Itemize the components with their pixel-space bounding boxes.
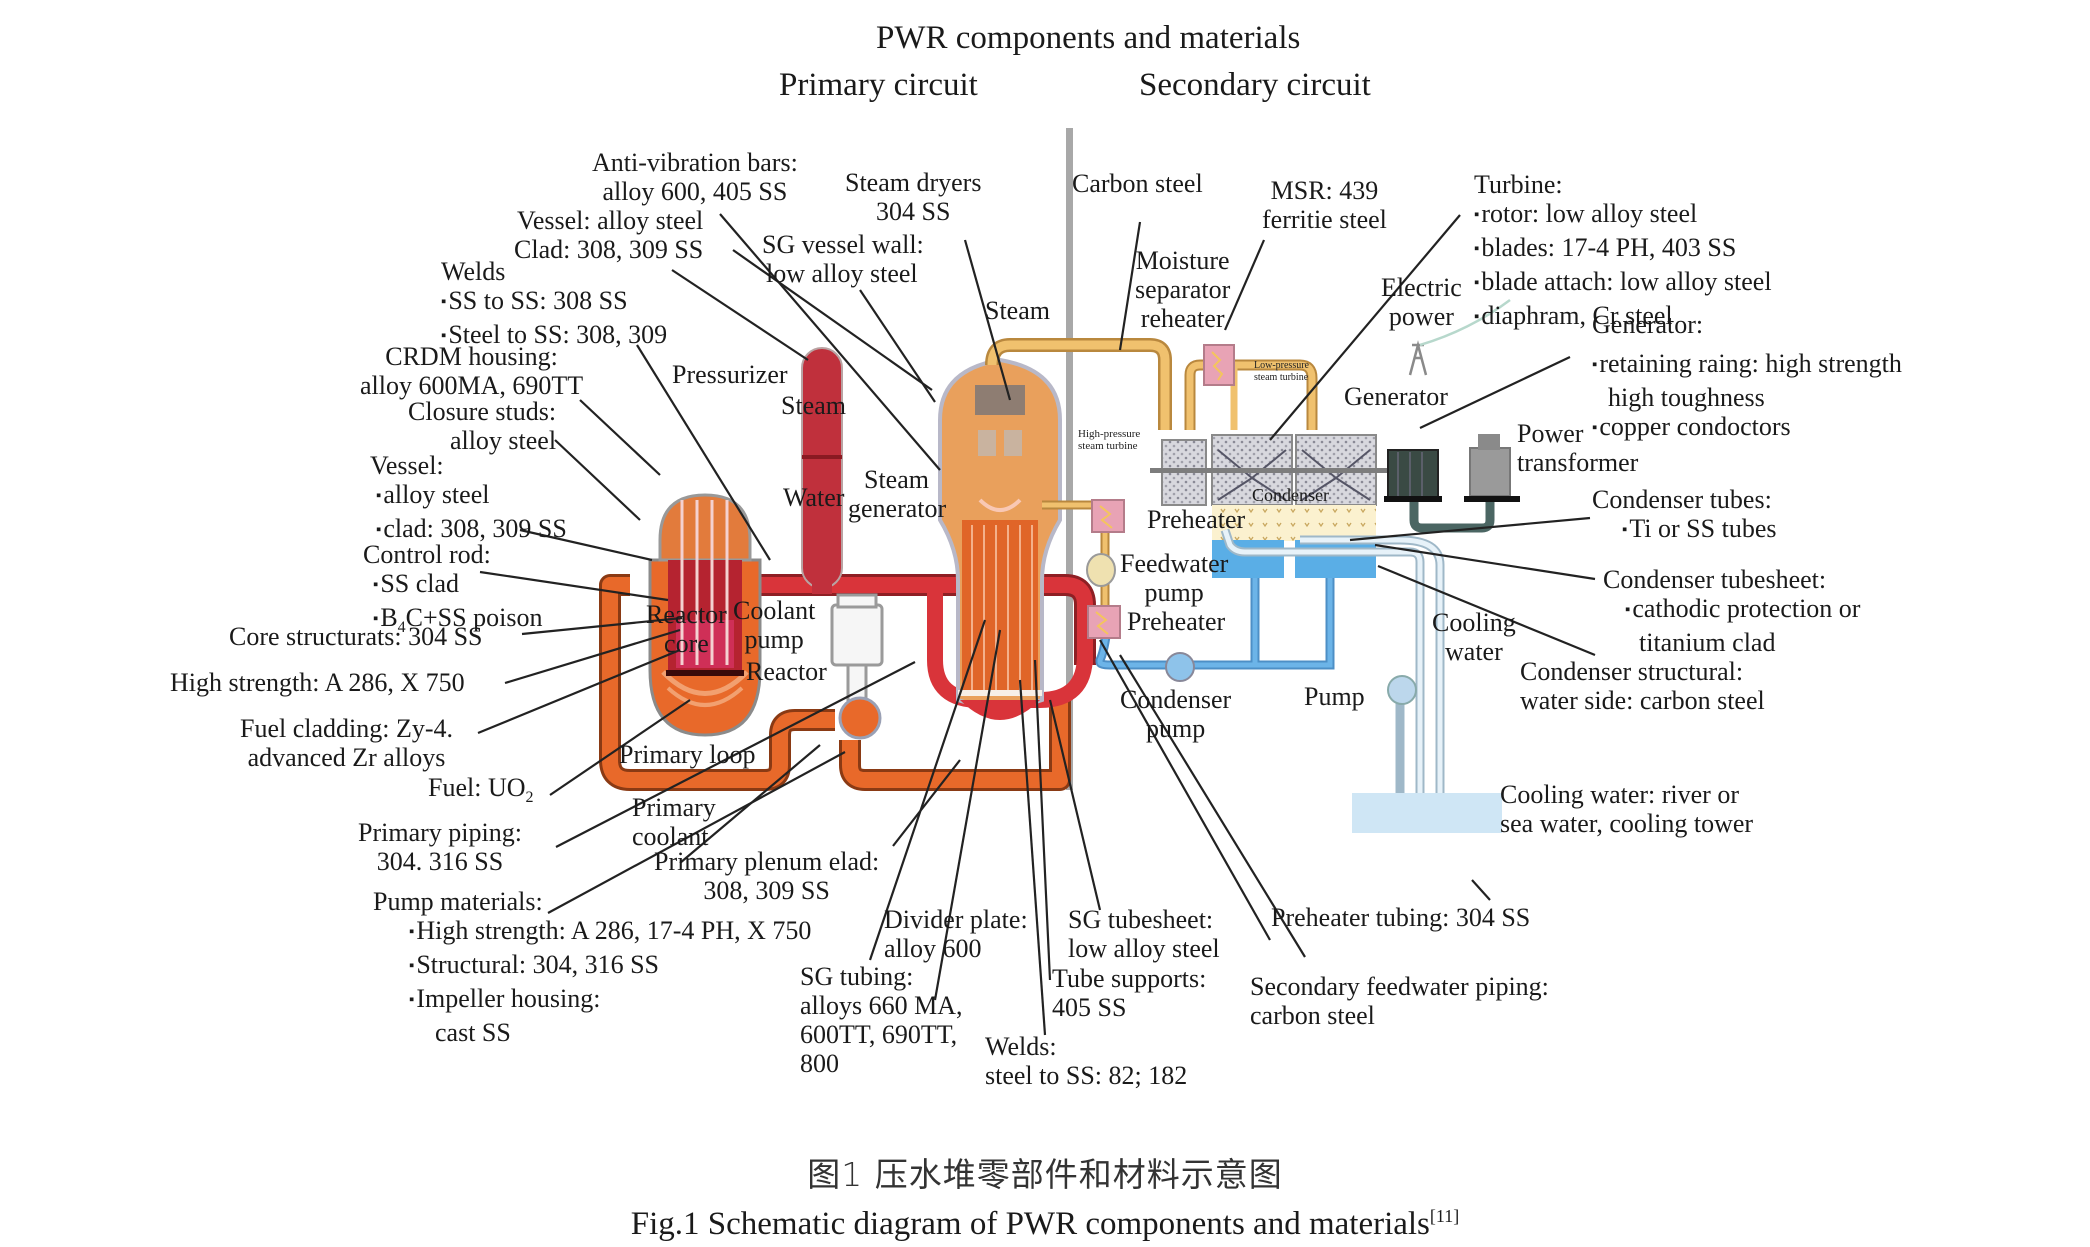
label-pressurizer-water: Water <box>783 483 845 512</box>
label-condenser-structural: Condenser structural: water side: carbon… <box>1520 657 1765 715</box>
caption-reference: [11] <box>1429 1206 1460 1226</box>
steam-generator-vessel <box>938 357 1062 720</box>
label-power-transformer: Power transformer <box>1517 419 1639 477</box>
label-preheater-upper: Preheater <box>1147 505 1246 534</box>
label-lp-turbine: Low-pressure steam turbine <box>1254 360 1309 383</box>
label-condenser-pump: Condenser pump <box>1120 685 1232 743</box>
label-preheater-tubing: Preheater tubing: 304 SS <box>1271 903 1531 932</box>
coolant-pump-body <box>830 593 884 740</box>
label-generator-materials: Generator: retaining raing: high strengt… <box>1592 310 1902 446</box>
label-divider-plate: Divider plate: alloy 600 <box>884 905 1028 963</box>
label-cooling-water: Cooling water <box>1432 608 1516 666</box>
label-electric-power: Electric power <box>1381 273 1462 331</box>
label-crdm-housing: CRDM housing: alloy 600MA, 690TT <box>360 342 584 400</box>
label-steam-top: Steam <box>985 296 1050 325</box>
label-coolant-pump: Coolant pump <box>733 596 816 654</box>
label-pressurizer-steam: Steam <box>781 391 846 420</box>
label-core-structurals: Core structurats: 304 SS <box>229 622 483 651</box>
label-sg-vessel-wall: SG vessel wall: low alloy steel <box>762 230 924 288</box>
label-closure-studs: Closure studs: alloy steel <box>408 397 557 455</box>
label-welds-sg: Welds: steel to SS: 82; 182 <box>985 1032 1188 1090</box>
cooling-pump <box>1387 675 1417 705</box>
label-pump: Pump <box>1304 682 1365 711</box>
reactor-vessel <box>648 493 762 737</box>
label-cooling-water-source: Cooling water: river or sea water, cooli… <box>1500 780 1754 838</box>
label-msr-material: MSR: 439 ferritie steel <box>1262 176 1387 234</box>
label-primary-piping: Primary piping: 304. 316 SS <box>358 818 522 876</box>
primary-loop-piping <box>599 565 1096 791</box>
diagram-title: PWR components and materials <box>876 20 1301 56</box>
primary-circuit-heading: Primary circuit <box>779 67 978 103</box>
label-condenser-tubes: Condenser tubes: Ti or SS tubes <box>1592 485 1776 548</box>
label-reactor-core: Reactor core <box>646 600 727 658</box>
label-steam-generator: Steam generator <box>848 465 947 523</box>
label-control-rod: Control rod: SS clad B4C+SS poison <box>363 540 542 642</box>
label-primary-loop: Primary loop <box>619 740 756 769</box>
label-welds: Welds SS to SS: 308 SS Steel to SS: 308,… <box>441 257 667 354</box>
leader-lines <box>477 213 1596 1036</box>
label-fuel-cladding: Fuel cladding: Zy-4. advanced Zr alloys <box>240 714 454 772</box>
label-anti-vibration-bars: Anti-vibration bars: alloy 600, 405 SS <box>592 148 798 206</box>
label-turbine: Turbine: rotor: low alloy steel blades: … <box>1474 170 1772 335</box>
label-primary-plenum-clad: Primary plenum elad: 308, 309 SS <box>654 847 880 905</box>
caption-chinese: 图1 压水堆零部件和材料示意图 <box>807 1155 1283 1194</box>
generator-unit <box>1384 434 1520 533</box>
label-tube-supports: Tube supports: 405 SS <box>1052 964 1207 1022</box>
label-preheater-lower: Preheater <box>1127 607 1226 636</box>
label-steam-dryers: Steam dryers 304 SS <box>845 168 982 226</box>
caption-english: Fig.1 Schematic diagram of PWR component… <box>630 1206 1460 1242</box>
pressurizer-vessel <box>801 347 843 594</box>
label-msr: Moisture separator reheater <box>1135 246 1231 333</box>
label-hp-turbine: High-pressure steam turbine <box>1078 428 1141 452</box>
label-generator: Generator <box>1344 382 1448 411</box>
label-high-strength: High strength: A 286, X 750 <box>170 668 465 697</box>
main-steam-line <box>985 338 1318 430</box>
cooling-basin <box>1352 793 1502 833</box>
label-fuel: Fuel: UO2 <box>428 773 534 807</box>
label-vessel: Vessel: alloy steel clad: 308, 309 SS <box>370 451 567 548</box>
label-condenser: Condenser <box>1252 485 1329 505</box>
label-reactor: Reactor <box>746 657 827 686</box>
feedwater-pump-body <box>1086 553 1116 587</box>
label-condenser-tubesheet: Condenser tubesheet: cathodic protection… <box>1603 565 1860 657</box>
label-feedwater-pump: Feedwater pump <box>1120 549 1229 607</box>
condenser-unit <box>1212 505 1376 578</box>
label-pressurizer: Pressurizer <box>672 360 788 389</box>
label-primary-coolant: Primary coolant <box>632 793 716 851</box>
label-vessel-clad: Vessel: alloy steel Clad: 308, 309 SS <box>514 206 704 264</box>
turbine-set <box>1150 434 1400 506</box>
b4c-poison: B4C+SS poison <box>363 603 542 642</box>
cooling-water-pipes <box>1220 528 1445 810</box>
label-sg-tubesheet: SG tubesheet: low alloy steel <box>1068 905 1220 963</box>
label-sg-tubing: SG tubing: alloys 660 MA, 600TT, 690TT, … <box>800 962 963 1078</box>
circuit-divider <box>1066 128 1073 790</box>
secondary-circuit-heading: Secondary circuit <box>1139 67 1371 103</box>
label-secondary-feedwater-piping: Secondary feedwater piping: carbon steel <box>1250 972 1549 1030</box>
label-carbon-steel: Carbon steel <box>1072 169 1203 198</box>
condenser-pump-body <box>1165 652 1195 682</box>
label-pump-materials: Pump materials: High strength: A 286, 17… <box>373 887 811 1047</box>
